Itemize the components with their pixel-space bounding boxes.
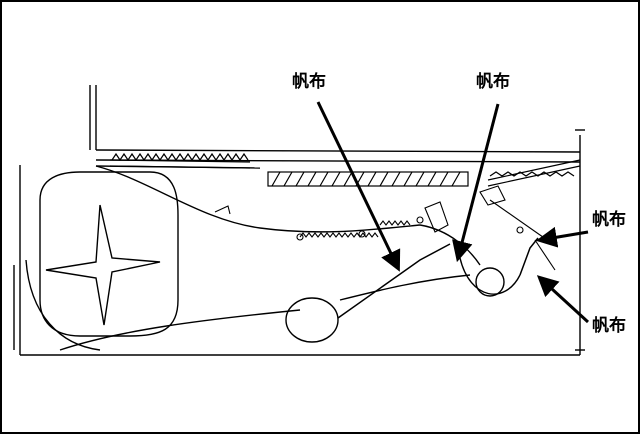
lower-left-roller — [285, 297, 339, 343]
callout-arrows — [316, 101, 590, 324]
feeder-rack — [109, 152, 581, 187]
machine-body — [13, 165, 585, 356]
canvas-belt-rear — [519, 237, 539, 276]
arrow-canvas-1 — [316, 101, 401, 272]
rotor-housing — [25, 171, 179, 351]
label-canvas-3: 帆布 — [592, 210, 626, 230]
hatched-guide-plate — [267, 171, 469, 187]
label-canvas-2: 帆布 — [476, 72, 510, 92]
arrow-canvas-4 — [536, 275, 590, 324]
canvas-belts — [337, 237, 539, 319]
upper-deck — [89, 85, 585, 180]
arrow-canvas-2 — [452, 103, 500, 263]
rear-roller — [475, 267, 505, 297]
label-canvas-1: 帆布 — [292, 72, 326, 92]
lower-rollers — [285, 257, 521, 343]
arrow-canvas-3 — [535, 226, 589, 248]
label-canvas-4: 帆布 — [592, 316, 626, 336]
canvas-belt-lower — [337, 243, 451, 319]
